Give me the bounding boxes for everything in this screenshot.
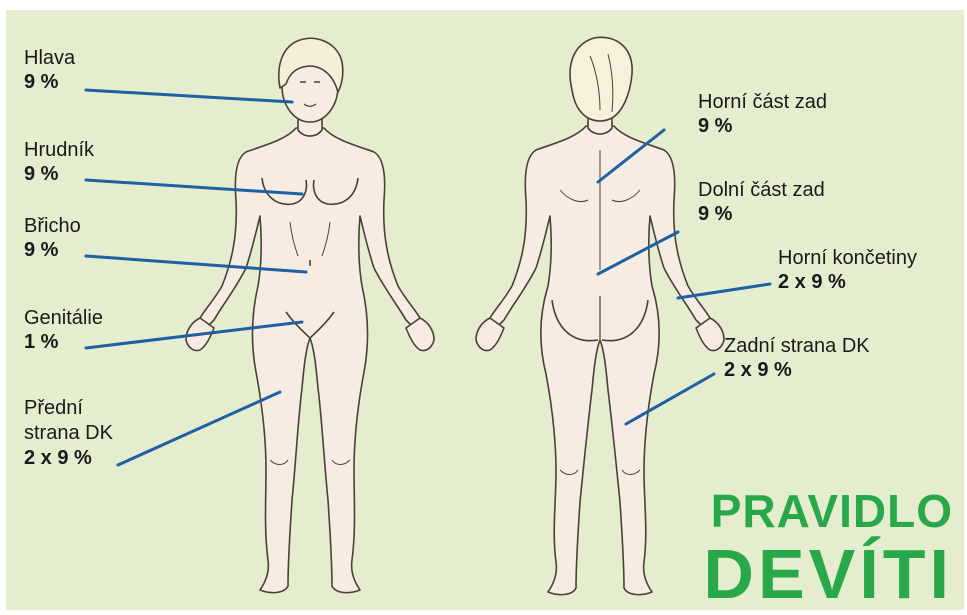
label-dolni-cast-zad-name: Dolní část zad — [698, 178, 825, 202]
label-zadni-strana-name: Zadní strana DK — [724, 334, 870, 358]
label-dolni-cast-zad-percent: 9 % — [698, 202, 825, 226]
label-hlava-percent: 9 % — [24, 70, 75, 94]
label-predni-strana-line2: strana DK — [24, 421, 113, 446]
label-hrudnik-percent: 9 % — [24, 162, 94, 186]
label-genitalie-name: Genitálie — [24, 306, 103, 330]
label-zadni-strana: Zadní strana DK 2 x 9 % — [724, 334, 870, 382]
label-genitalie: Genitálie 1 % — [24, 306, 103, 354]
label-horni-cast-zad: Horní část zad 9 % — [698, 90, 827, 138]
label-predni-strana: Přední strana DK 2 x 9 % — [24, 396, 113, 471]
leader-line-predni-strana — [118, 392, 280, 465]
title-line-1: PRAVIDLO — [711, 484, 953, 538]
title-line-2: DEVÍTI — [703, 534, 953, 614]
label-hlava: Hlava 9 % — [24, 46, 75, 94]
back-body-figure — [476, 37, 724, 594]
label-hlava-name: Hlava — [24, 46, 75, 70]
label-hrudnik: Hrudník 9 % — [24, 138, 94, 186]
leader-line-hlava — [86, 90, 292, 102]
label-predni-strana-line1: Přední — [24, 396, 113, 421]
label-horni-cast-zad-percent: 9 % — [698, 114, 827, 138]
label-horni-cast-zad-name: Horní část zad — [698, 90, 827, 114]
label-dolni-cast-zad: Dolní část zad 9 % — [698, 178, 825, 226]
label-bricho-percent: 9 % — [24, 238, 81, 262]
label-bricho-name: Břicho — [24, 214, 81, 238]
label-hrudnik-name: Hrudník — [24, 138, 94, 162]
label-predni-strana-percent: 2 x 9 % — [24, 446, 113, 471]
label-horni-koncetiny-name: Horní končetiny — [778, 246, 917, 270]
label-horni-koncetiny: Horní končetiny 2 x 9 % — [778, 246, 917, 294]
label-genitalie-percent: 1 % — [24, 330, 103, 354]
label-bricho: Břicho 9 % — [24, 214, 81, 262]
label-horni-koncetiny-percent: 2 x 9 % — [778, 270, 917, 294]
label-zadni-strana-percent: 2 x 9 % — [724, 358, 870, 382]
front-body-figure — [186, 38, 434, 592]
